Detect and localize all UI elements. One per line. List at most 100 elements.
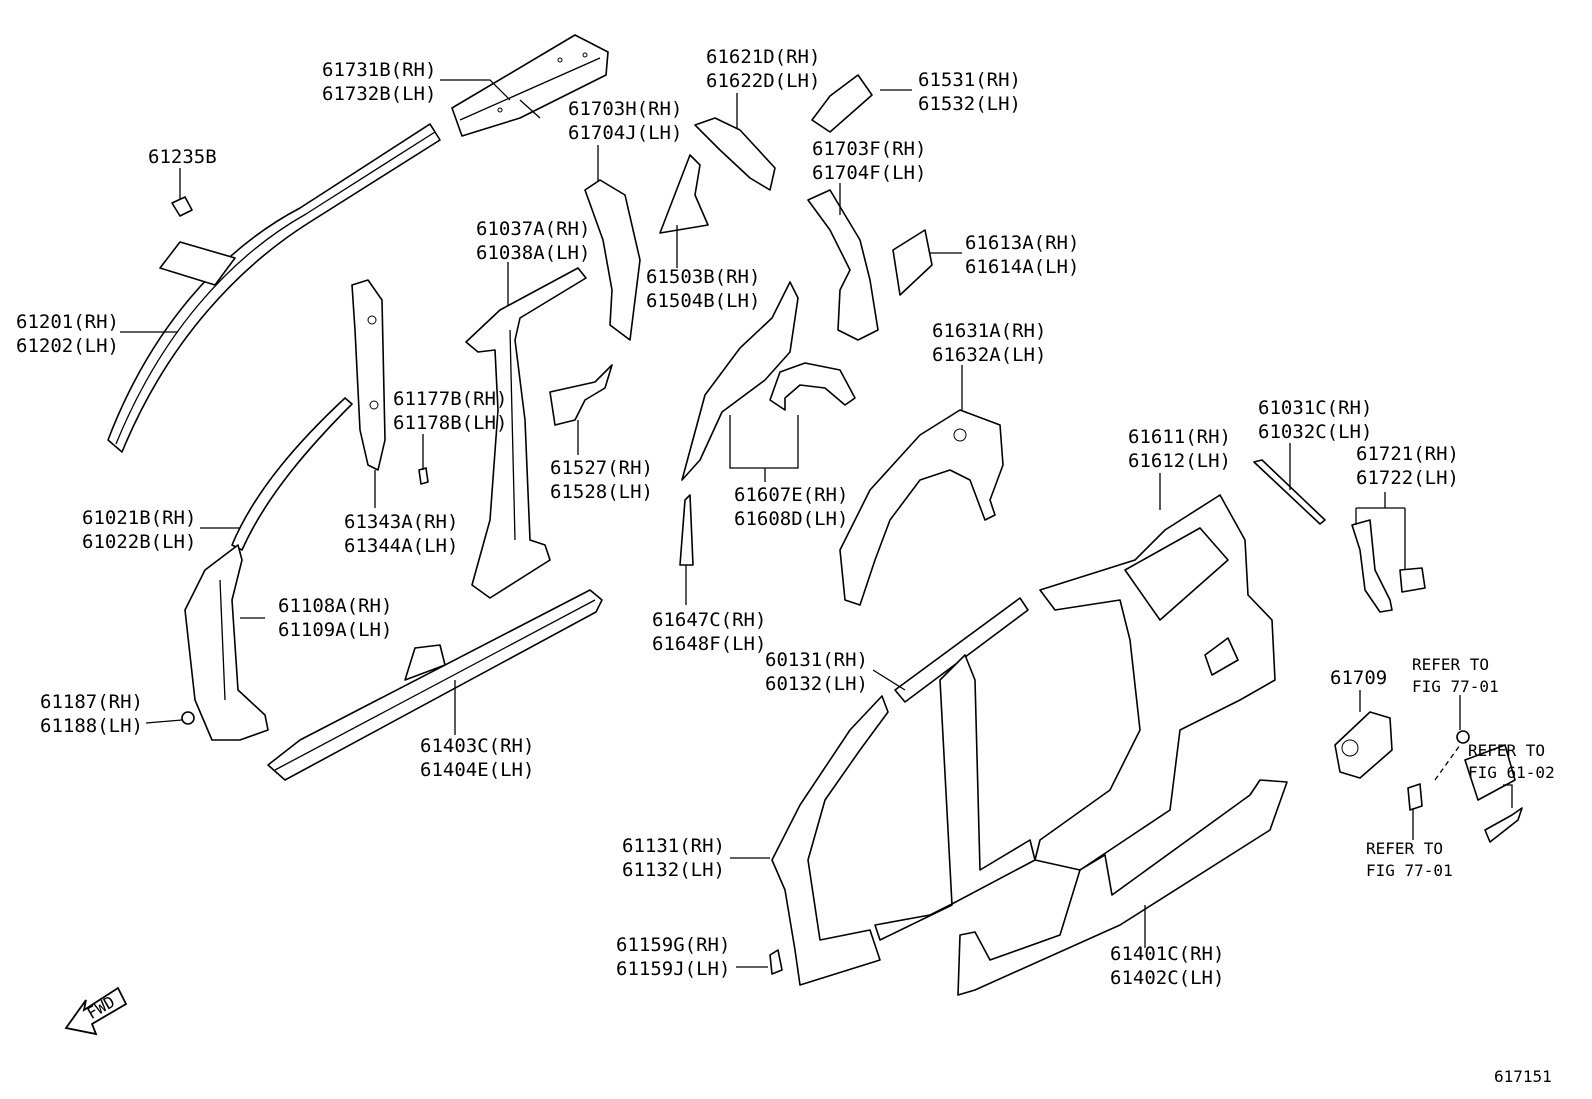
svg-text:61532(LH): 61532(LH) <box>918 93 1021 115</box>
label-61187: 61187(RH) 61188(LH) <box>40 691 143 737</box>
svg-text:61109A(LH): 61109A(LH) <box>278 619 392 641</box>
label-60131: 60131(RH) 60132(LH) <box>765 649 868 695</box>
svg-text:61031C(RH): 61031C(RH) <box>1258 397 1372 419</box>
part-61709-fuel-lid[interactable] <box>1334 711 1393 779</box>
svg-text:61722(LH): 61722(LH) <box>1356 467 1459 489</box>
svg-text:61201(RH): 61201(RH) <box>16 311 119 333</box>
fwd-arrow-icon: FWD <box>64 986 128 1036</box>
svg-text:61531(RH): 61531(RH) <box>918 69 1021 91</box>
label-61527: 61527(RH) 61528(LH) <box>550 457 653 503</box>
svg-text:61401C(RH): 61401C(RH) <box>1110 943 1224 965</box>
part-fuel-cap-refer[interactable] <box>1407 730 1523 843</box>
label-61031c: 61031C(RH) 61032C(LH) <box>1258 397 1372 443</box>
svg-text:FIG 77-01: FIG 77-01 <box>1412 677 1499 696</box>
svg-text:61132(LH): 61132(LH) <box>622 859 725 881</box>
label-61037a: 61037A(RH) 61038A(LH) <box>476 218 590 264</box>
part-61611-quarter-panel[interactable] <box>1034 494 1276 871</box>
label-refer-fig-61-02: REFER TO FIG 61-02 <box>1468 741 1555 782</box>
svg-text:61503B(RH): 61503B(RH) <box>646 266 760 288</box>
part-61021b-pillar-reinforcement[interactable] <box>231 397 353 551</box>
svg-text:61202(LH): 61202(LH) <box>16 335 119 357</box>
part-61607e-quarter-wheel-house[interactable] <box>681 281 856 481</box>
svg-text:61178B(LH): 61178B(LH) <box>393 412 507 434</box>
part-61037a-center-pillar-outer[interactable] <box>465 267 587 599</box>
svg-text:61344A(LH): 61344A(LH) <box>344 535 458 557</box>
svg-text:61402C(LH): 61402C(LH) <box>1110 967 1224 989</box>
svg-text:61021B(RH): 61021B(RH) <box>82 507 196 529</box>
svg-text:61037A(RH): 61037A(RH) <box>476 218 590 240</box>
svg-text:61647C(RH): 61647C(RH) <box>652 609 766 631</box>
svg-text:61188(LH): 61188(LH) <box>40 715 143 737</box>
part-61187-plug[interactable] <box>181 711 195 725</box>
part-61401c-rocker-outer[interactable] <box>957 779 1288 996</box>
label-61703h: 61703H(RH) 61704J(LH) <box>568 98 682 144</box>
part-61403c-rocker-reinforcement[interactable] <box>267 589 603 781</box>
part-61031c-trim[interactable] <box>1253 459 1326 525</box>
label-61709: 61709 <box>1330 667 1387 689</box>
svg-text:61621D(RH): 61621D(RH) <box>706 46 820 68</box>
label-61108a: 61108A(RH) 61109A(LH) <box>278 595 392 641</box>
svg-text:61622D(LH): 61622D(LH) <box>706 70 820 92</box>
label-61131: 61131(RH) 61132(LH) <box>622 835 725 881</box>
svg-text:61343A(RH): 61343A(RH) <box>344 511 458 533</box>
part-61531-extension[interactable] <box>811 74 873 133</box>
part-61703h-roof-side-inner[interactable] <box>584 179 641 341</box>
svg-text:61732B(LH): 61732B(LH) <box>322 83 436 105</box>
svg-text:61177B(RH): 61177B(RH) <box>393 388 507 410</box>
part-61343a-center-pillar-reinforcement[interactable] <box>351 279 386 471</box>
label-61531: 61531(RH) 61532(LH) <box>918 69 1021 115</box>
svg-text:61648F(LH): 61648F(LH) <box>652 633 766 655</box>
part-61613a-plate[interactable] <box>892 229 933 296</box>
label-61177b: 61177B(RH) 61178B(LH) <box>393 388 507 434</box>
svg-text:61731B(RH): 61731B(RH) <box>322 59 436 81</box>
part-61235b-clip[interactable] <box>171 196 193 217</box>
svg-text:61159G(RH): 61159G(RH) <box>616 934 730 956</box>
svg-text:60131(RH): 60131(RH) <box>765 649 868 671</box>
svg-text:61632A(LH): 61632A(LH) <box>932 344 1046 366</box>
part-61159g-bracket[interactable] <box>769 949 783 975</box>
svg-text:61704F(LH): 61704F(LH) <box>812 162 926 184</box>
svg-text:REFER TO: REFER TO <box>1412 655 1489 674</box>
part-61721-brackets[interactable] <box>1351 519 1426 613</box>
label-61159g: 61159G(RH) 61159J(LH) <box>616 934 730 980</box>
svg-text:61038A(LH): 61038A(LH) <box>476 242 590 264</box>
svg-text:61721(RH): 61721(RH) <box>1356 443 1459 465</box>
label-61613a: 61613A(RH) 61614A(LH) <box>965 232 1079 278</box>
part-61503b-gusset[interactable] <box>659 154 709 234</box>
label-61731b: 61731B(RH) 61732B(LH) <box>322 59 436 105</box>
label-61621d: 61621D(RH) 61622D(LH) <box>706 46 820 92</box>
svg-text:61709: 61709 <box>1330 667 1387 689</box>
part-61177b-bracket[interactable] <box>418 467 429 485</box>
part-61703f-roof-side-inner[interactable] <box>807 189 879 341</box>
svg-text:61528(LH): 61528(LH) <box>550 481 653 503</box>
part-61631a-wheel-house-outer[interactable] <box>839 409 1004 606</box>
leader-lines <box>120 79 1513 968</box>
svg-text:61703H(RH): 61703H(RH) <box>568 98 682 120</box>
part-61647c-panel[interactable] <box>679 494 694 566</box>
svg-text:REFER TO: REFER TO <box>1468 741 1545 760</box>
svg-text:60132(LH): 60132(LH) <box>765 673 868 695</box>
svg-text:61631A(RH): 61631A(RH) <box>932 320 1046 342</box>
label-61611: 61611(RH) 61612(LH) <box>1128 426 1231 472</box>
svg-text:61159J(LH): 61159J(LH) <box>616 958 730 980</box>
svg-text:REFER TO: REFER TO <box>1366 839 1443 858</box>
part-61527-bracket[interactable] <box>549 364 613 426</box>
part-61131-front-body-pillar[interactable] <box>771 654 1036 986</box>
svg-text:61704J(LH): 61704J(LH) <box>568 122 682 144</box>
label-61201: 61201(RH) 61202(LH) <box>16 311 119 357</box>
label-refer-fig-77-01-top: REFER TO FIG 77-01 <box>1412 655 1499 696</box>
svg-text:61527(RH): 61527(RH) <box>550 457 653 479</box>
part-60131-roof-rail-outer[interactable] <box>894 597 1029 703</box>
part-61731b-roof-rail-rear[interactable] <box>451 34 609 137</box>
part-61201-roof-side-rail[interactable] <box>107 123 441 453</box>
label-61021b: 61021B(RH) 61022B(LH) <box>82 507 196 553</box>
part-61108a-front-pillar[interactable] <box>184 544 269 741</box>
svg-text:61108A(RH): 61108A(RH) <box>278 595 392 617</box>
svg-text:61403C(RH): 61403C(RH) <box>420 735 534 757</box>
label-refer-fig-77-01-bottom: REFER TO FIG 77-01 <box>1366 839 1453 880</box>
part-61621d-bracket[interactable] <box>694 117 776 191</box>
svg-text:61404E(LH): 61404E(LH) <box>420 759 534 781</box>
svg-text:61032C(LH): 61032C(LH) <box>1258 421 1372 443</box>
svg-text:61022B(LH): 61022B(LH) <box>82 531 196 553</box>
